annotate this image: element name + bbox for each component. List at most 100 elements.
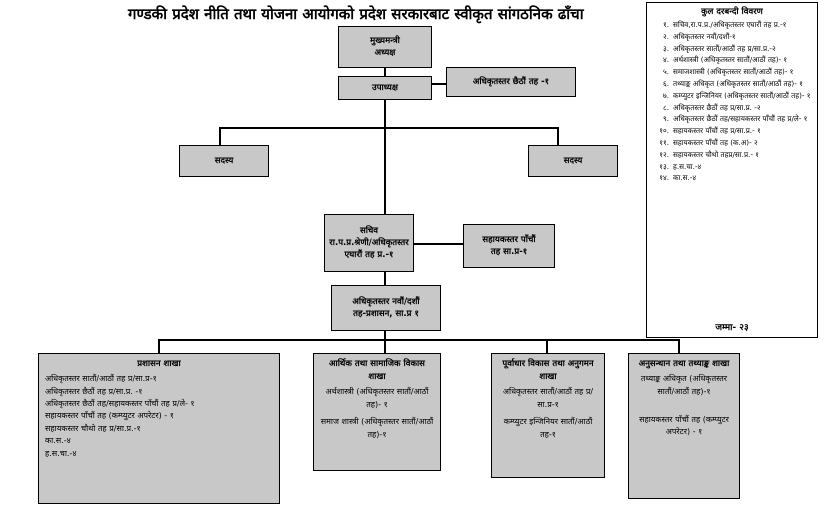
legend-item-text: अधिकृतस्तर छैठौं तह प्र/सा.प्र. -२	[673, 102, 761, 112]
legend-item-number: ११.	[659, 137, 669, 147]
legend-item-text: का.स.-४	[673, 173, 697, 183]
chief-title: मुख्यमन्त्री	[370, 35, 400, 46]
branch-administration: प्रशासन शाखा अधिकृतस्तर सातौं/आठौं तह प्…	[38, 353, 280, 504]
branch-item: अधिकृतस्तर छैठौं तह प्र/सा.प्र. -१	[45, 386, 143, 396]
branch-item: तथ्याङ्क अधिकृत (अधिकृतस्तर सातौं/आठौं त…	[640, 374, 728, 396]
legend-item: १३. ह.स.चा.-४	[651, 162, 813, 173]
legend-item: ३. अधिकृतस्तर सातौं/आठौं तह प्र/सा.प्र.-२	[651, 44, 813, 55]
legend-item: ५. समाजशास्त्री (अधिकृतस्तर सातौं/आठौं तह…	[651, 67, 813, 78]
legend-list: १.सचिव,रा.प.प्र./अधिकृतस्तर एघारौं तह प्…	[647, 20, 817, 184]
legend-item: १४.का.स.-४	[651, 173, 813, 184]
branch-item: सहायकस्तर पाँचौं तह (कम्प्युटर अपरेटर) -…	[639, 414, 729, 437]
legend-item-number: ९.	[662, 114, 669, 124]
branch-item: सहायकस्तर पाँचौं तह (कम्प्युटर अपरेटर) -…	[45, 411, 174, 421]
branch-economic-social: आर्थिक तथा सामाजिक विकास शाखा अर्थशास्त्…	[313, 353, 441, 471]
member-right-box: सदस्य	[528, 145, 618, 177]
branch-infrastructure: पूर्वाधार विकास तथा अनुगमन शाखा अधिकृतस्…	[491, 353, 605, 478]
officer-ninth-line1: अधिकृतस्तर नवौं/दशौं	[352, 296, 420, 307]
member-left-label: सदस्य	[214, 155, 234, 166]
legend-item-text: अधिकृतस्तर सातौं/आठौं तह प्र/सा.प्र.-२	[673, 43, 776, 53]
secretary-box: सचिव रा.प.प्र.श्रेणी/अधिकृतस्तर एघारौं त…	[324, 214, 414, 272]
branch-item: अधिकृतस्तर सातौं/आठौं तह प्र/सा.प्र-१	[45, 374, 157, 384]
legend-item-number: ५.	[662, 67, 669, 77]
connector-chief-vice	[384, 67, 386, 77]
legend-item-number: ४.	[662, 55, 669, 65]
connector-member-left	[219, 127, 221, 145]
legend-item-text: अधिकृतस्तर छैठौं तह/सहायकस्तर पाँचौं तह …	[673, 114, 808, 124]
secretary-title: सचिव	[359, 225, 379, 236]
legend-item: ६. तथ्याङ्क अधिकृत (अधिकृतस्तर सातौं/आठौं…	[651, 79, 813, 90]
connector-secretary-assistant	[413, 243, 463, 245]
legend-item-number: ८.	[662, 102, 669, 112]
legend-item-text: सहायकस्तर पाँचौं तह (क.अ)- २	[673, 137, 758, 147]
legend-item: ९. अधिकृतस्तर छैठौं तह/सहायकस्तर पाँचौं त…	[651, 114, 813, 125]
branch-item: समाज शास्त्री (अधिकृतस्तर सातौं/आठौं तह)…	[320, 417, 434, 439]
legend-item-number: ७.	[662, 90, 669, 100]
connector-branch-3	[546, 339, 548, 353]
branch-title: प्रशासन शाखा	[137, 359, 181, 369]
assistant-fifth-line1: सहायकस्तर पाँचौं	[482, 234, 536, 245]
branch-research-statistics: अनुसन्धान तथा तथ्याङ्क शाखा तथ्याङ्क अधि…	[628, 353, 740, 499]
legend-item: १.सचिव,रा.प.प्र./अधिकृतस्तर एघारौं तह प्…	[651, 20, 813, 31]
assistant-fifth-line2: तह सा.प्र-१	[490, 247, 528, 257]
legend-item-text: अर्थशास्त्री (अधिकृतस्तर सातौं/आठौं तह)-…	[673, 55, 788, 65]
legend-item-number: १२.	[659, 149, 669, 159]
branch-item: अधिकृतस्तर छैठौं तह/सहायकस्तर पाँचौं तह …	[45, 398, 195, 408]
branch-item: ह.स.चा.-४	[45, 448, 77, 458]
legend-item-text: सहायकस्तर चौथो तहप्र/सा.प्र.- १	[673, 149, 759, 159]
legend-item: ७. कम्प्युटर इन्जिनियर (अधिकृतस्तर सातौं/…	[651, 91, 813, 102]
secretary-level: एघारौं तह प्र.-१	[344, 250, 394, 261]
legend-item-number: २.	[662, 31, 669, 41]
legend-item-number: १०.	[659, 126, 669, 136]
legend-item-text: सहायकस्तर पाँचौं तह प्र/सा.प्र.- १	[673, 126, 761, 136]
legend-item-number: १३.	[659, 161, 669, 171]
positions-legend: कुल दरबन्दी विवरण १.सचिव,रा.प.प्र./अधिकृ…	[646, 2, 818, 338]
branch-item: कम्प्युटर इन्जिनियर सातौं/आठौं तह-१	[503, 417, 593, 439]
page-title: गण्डकी प्रदेश नीति तथा योजना आयोगको प्रद…	[128, 5, 584, 23]
connector-secretary-down	[384, 271, 386, 285]
branch-item: का.स.-४	[45, 436, 71, 446]
connector-member-right	[557, 127, 559, 145]
secretary-class: रा.प.प्र.श्रेणी/अधिकृतस्तर	[329, 237, 409, 248]
legend-item-text: अधिकृतस्तर नवौं/दशौं-१	[673, 31, 736, 41]
connector-branches-horizontal	[158, 339, 680, 341]
connector-branch-2	[384, 339, 386, 353]
legend-item-text: समाजशास्त्री (अधिकृतस्तर सातौं/आठौं तह)-…	[673, 67, 794, 77]
officer-ninth-box: अधिकृतस्तर नवौं/दशौं तह-प्रशासन, सा.प्र …	[331, 285, 441, 331]
officer-sixth-label: अधिकृतस्तर छैठौं तह -१	[472, 76, 550, 87]
legend-item-text: कम्प्युटर इन्जिनियर (अधिकृतस्तर सातौं/आठ…	[673, 90, 811, 100]
branch-title: पूर्वाधार विकास तथा अनुगमन शाखा	[502, 359, 594, 383]
legend-item-number: ३.	[662, 43, 669, 53]
legend-item-text: तथ्याङ्क अधिकृत (अधिकृतस्तर सातौं/आठौं त…	[673, 78, 803, 88]
legend-item: १२. सहायकस्तर चौथो तहप्र/सा.प्र.- १	[651, 150, 813, 161]
legend-title: कुल दरबन्दी विवरण	[701, 7, 763, 17]
vice-chair-box: उपाध्यक्ष	[338, 76, 432, 100]
assistant-fifth-box: सहायकस्तर पाँचौं तह सा.प्र-१	[463, 224, 555, 268]
legend-item-number: ६.	[662, 78, 669, 88]
legend-item: १०. सहायकस्तर पाँचौं तह प्र/सा.प्र.- १	[651, 126, 813, 137]
legend-item-number: १.	[662, 20, 669, 29]
branch-item: सहायकस्तर चौथो तह प्र/सा.प्र.-१	[45, 423, 141, 433]
chief-minister-box: मुख्यमन्त्री अध्यक्ष	[338, 26, 432, 68]
legend-item: ८. अधिकृतस्तर छैठौं तह प्र/सा.प्र. -२	[651, 103, 813, 114]
connector-branch-4	[678, 339, 680, 353]
member-right-label: सदस्य	[563, 155, 583, 166]
branch-item: अधिकृतस्तर सातौं/आठौं तह प्र/सा.प्र-१	[502, 387, 594, 409]
branch-title: आर्थिक तथा सामाजिक विकास शाखा	[329, 359, 425, 383]
connector-vice-down	[384, 99, 386, 215]
connector-officer-down	[384, 331, 386, 341]
officer-ninth-line2: तह-प्रशासन, सा.प्र १	[353, 309, 419, 319]
member-left-box: सदस्य	[179, 145, 269, 177]
legend-item-text: ह.स.चा.-४	[673, 161, 702, 171]
vice-chair-label: उपाध्यक्ष	[372, 82, 398, 93]
legend-item: ११. सहायकस्तर पाँचौं तह (क.अ)- २	[651, 138, 813, 149]
connector-members-horizontal	[219, 127, 559, 129]
branch-title: अनुसन्धान तथा तथ्याङ्क शाखा	[638, 359, 730, 369]
branch-item: अर्थशास्त्री (अधिकृतस्तर सातौं/आठौं तह)-…	[325, 387, 429, 409]
officer-sixth-box: अधिकृतस्तर छैठौं तह -१	[446, 67, 576, 97]
legend-total: जम्मा- २३	[715, 323, 749, 333]
legend-item: ४. अर्थशास्त्री (अधिकृतस्तर सातौं/आठौं तह…	[651, 55, 813, 66]
connector-vice-officer	[430, 83, 446, 85]
legend-item: २. अधिकृतस्तर नवौं/दशौं-१	[651, 32, 813, 43]
